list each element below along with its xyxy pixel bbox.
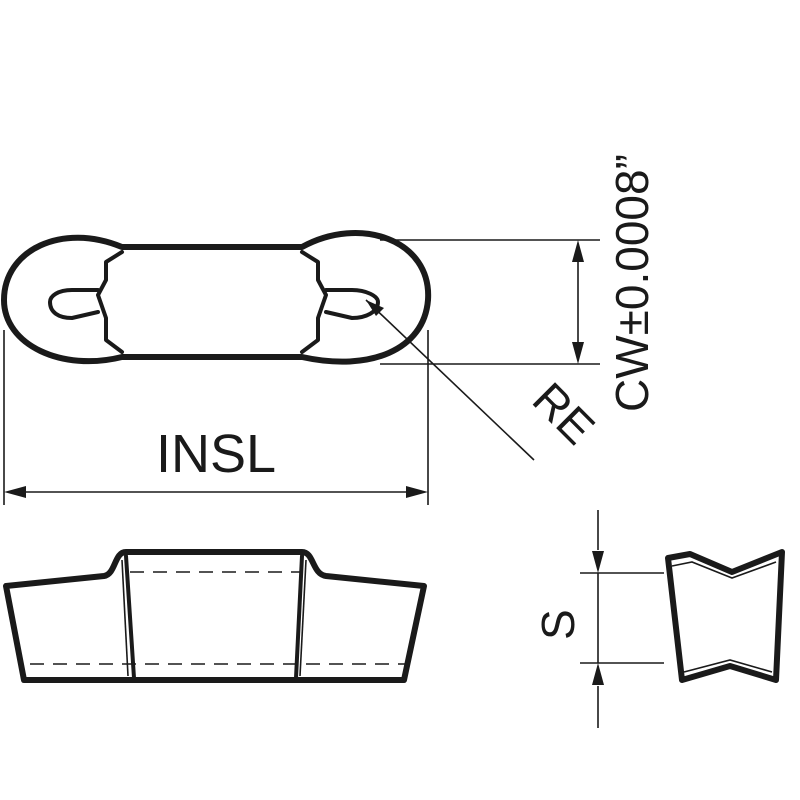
notch-left	[48, 288, 100, 320]
s-arrow-top	[592, 551, 604, 573]
insl-label: INSL	[156, 424, 276, 484]
side-top-edge-inner	[671, 561, 777, 579]
insert-side-outline	[665, 549, 785, 683]
clamp-contour-right	[300, 250, 328, 354]
insert-top-outline	[1, 230, 432, 365]
cw-arrow-top	[572, 240, 584, 262]
notch-right	[324, 288, 380, 320]
insl-arrow-right	[406, 486, 428, 498]
insert-front-outline	[3, 549, 427, 683]
cw-label: CW±0.0008”	[606, 154, 658, 412]
re-label: RE	[523, 372, 605, 454]
re-leader-arrow	[366, 300, 384, 316]
clamp-edge-left-inner	[121, 559, 129, 677]
clamp-edge-right	[294, 554, 304, 680]
cw-arrow-bottom	[572, 342, 584, 364]
s-label: S	[532, 609, 584, 640]
clamp-edge-right-inner	[299, 559, 307, 677]
top-view: CW±0.0008” RE INSL	[1, 154, 658, 505]
clamp-contour-left	[96, 250, 124, 354]
side-view: S	[532, 510, 785, 728]
s-arrow-bottom	[592, 663, 604, 685]
re-leader-line	[365, 299, 535, 461]
insl-arrow-left	[4, 486, 26, 498]
clamp-edge-left	[124, 554, 136, 680]
front-view	[3, 549, 427, 683]
side-bottom-edge-inner	[683, 659, 773, 673]
